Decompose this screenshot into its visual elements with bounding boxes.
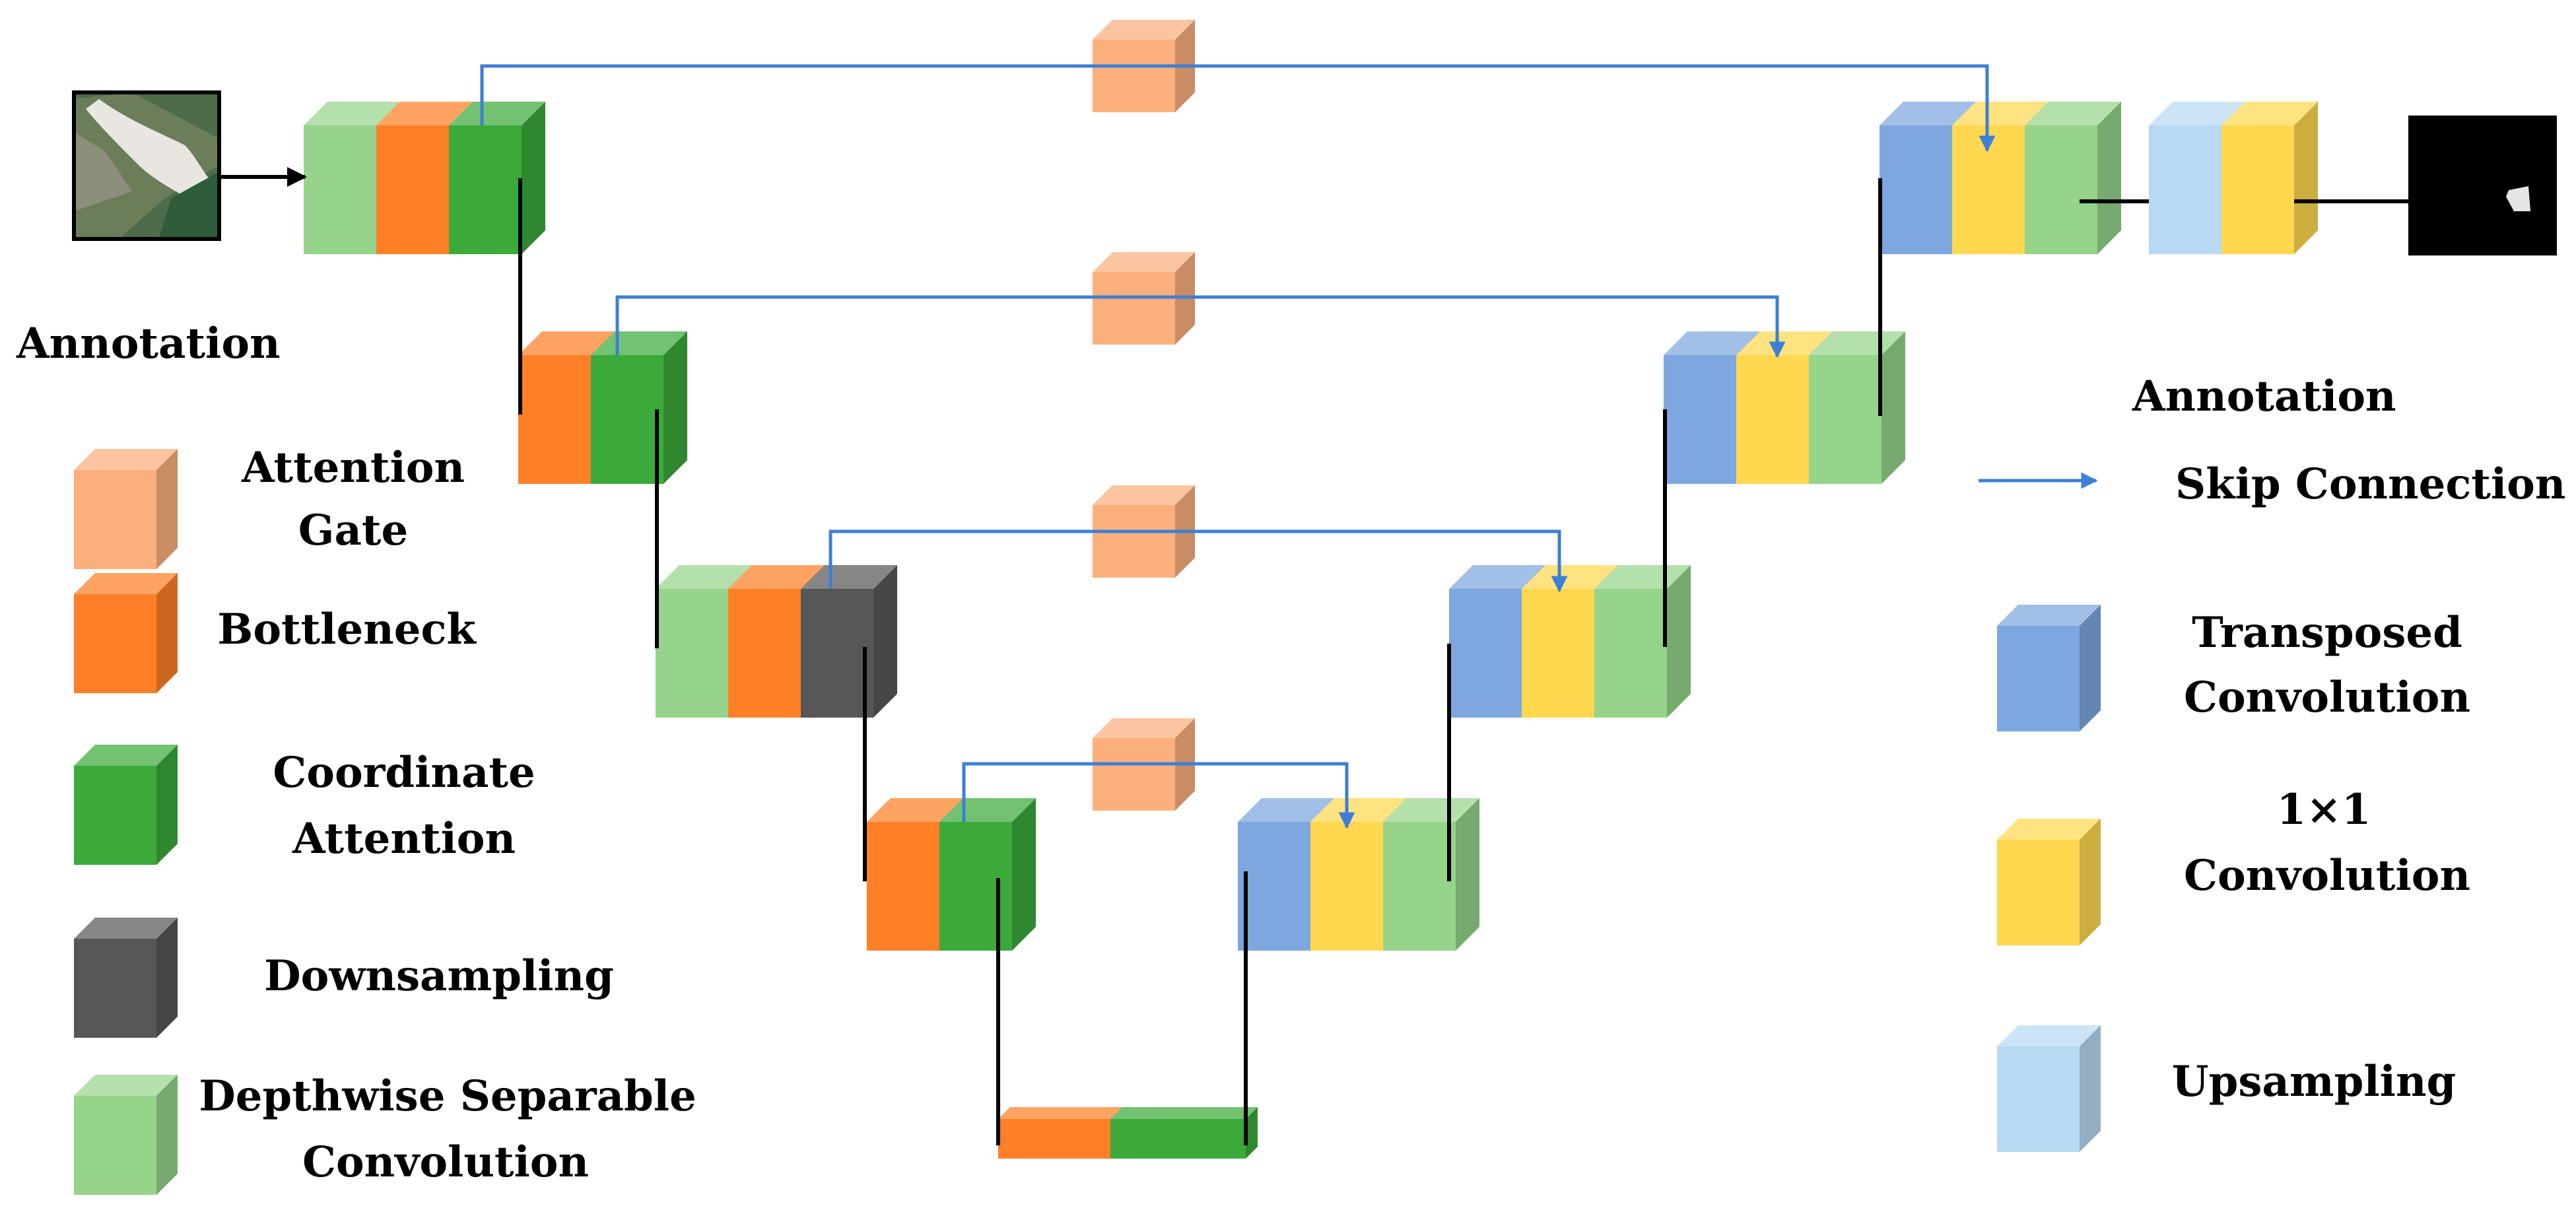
legend-depthwise-separable-line2: Convolution: [302, 1137, 589, 1187]
encoder-1-block-coordinate-attention: [449, 102, 545, 254]
decoder-4-block-depthwise-separable: [1383, 798, 1479, 951]
legend-downsampling-label: Downsampling: [264, 951, 614, 1001]
skip-connection-4: [962, 762, 1355, 829]
bridge-block-bottleneck: [998, 1107, 1122, 1159]
decoder-1-block-depthwise-separable: [2025, 102, 2121, 254]
legend-swatches: [74, 449, 2101, 1195]
encoder-2-block-coordinate-attention: [591, 331, 687, 484]
encoder-4-block-coordinate-attention: [939, 798, 1036, 951]
legend-swatch-coordinate-attention: [74, 745, 178, 865]
decoder-3-block-depthwise-separable: [1594, 565, 1691, 718]
decoder-2-block-depthwise-separable: [1809, 331, 1905, 484]
legend-transposed-conv-line2: Convolution: [2184, 673, 2470, 722]
output-segmentation-mask: [2408, 116, 2557, 255]
legend-attention-gate-line2: Gate: [298, 506, 408, 555]
legend-transposed-conv-line1: Transposed: [2192, 608, 2462, 658]
legend-right-title: Annotation: [2132, 372, 2396, 421]
legend-conv1x1-line1: 1×1: [2277, 785, 2371, 834]
skip-connection-1: [480, 64, 1996, 152]
legend-coordinate-attention-line2: Attention: [292, 814, 516, 863]
legend-left-title: Annotation: [16, 319, 281, 368]
legend-swatch-depthwise-separable: [74, 1075, 178, 1195]
legend-swatch-bottleneck: [74, 573, 178, 693]
head-block-conv1x1: [2221, 102, 2318, 254]
bridge-block-coordinate-attention: [1110, 1107, 1258, 1159]
legend-swatch-attention-gate: [74, 449, 178, 569]
skip-connection-3: [829, 529, 1568, 593]
skip-connections: [480, 64, 1996, 829]
legend-attention-gate-line1: Attention: [241, 443, 465, 492]
input-satellite-image: [72, 90, 221, 241]
attention-gate-3: [1093, 485, 1195, 578]
encoder-3-block-downsampling: [801, 565, 897, 718]
legend-coordinate-attention-line1: Coordinate: [273, 748, 535, 797]
legend-bottleneck-label: Bottleneck: [217, 605, 477, 654]
legend-swatch-downsampling: [74, 918, 178, 1038]
legend-swatch-upsampling: [1997, 1025, 2101, 1152]
legend-swatch-conv1x1: [1997, 819, 2101, 945]
legend-depthwise-separable-line1: Depthwise Separable: [199, 1071, 696, 1121]
legend-swatch-transposed-conv: [1997, 605, 2101, 731]
legend-upsampling-label: Upsampling: [2172, 1057, 2456, 1106]
flow-arrows: [219, 167, 2411, 1145]
attention-gate-1: [1093, 20, 1195, 112]
skip-connection-2: [615, 295, 1786, 358]
legend-skip-connection-label: Skip Connection: [2175, 459, 2565, 509]
network-blocks: [304, 20, 2318, 1159]
legend-conv1x1-line2: Convolution: [2184, 851, 2470, 900]
